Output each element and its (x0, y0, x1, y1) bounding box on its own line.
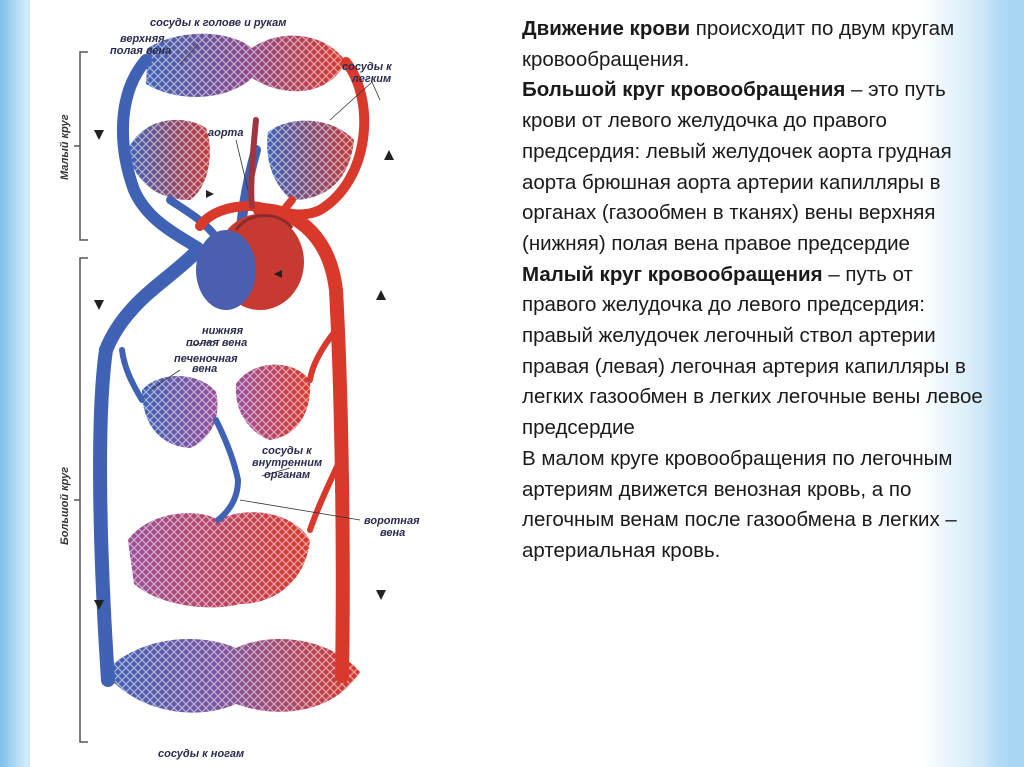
label-lung-vessels-line2: легким (351, 73, 391, 85)
small-circle-label: Малый круг (59, 114, 71, 180)
big-circle-bracket (74, 258, 88, 742)
intestine-capillaries (128, 512, 310, 607)
paragraph-big-circle: Большой круг кровообращения – это путь к… (522, 75, 992, 259)
leg-capillaries (104, 639, 360, 713)
label-leg-vessels: сосуды к ногам (158, 748, 244, 760)
label-head-vessels: сосуды к голове и рукам (150, 17, 286, 29)
head-capillaries (146, 34, 346, 97)
organ-capillaries (236, 365, 310, 440)
small-circle-bracket (74, 52, 88, 240)
big-circle-label: Большой круг (59, 467, 71, 545)
explanation-text: Движение крови происходит по двум кругам… (522, 14, 992, 567)
left-lung-capillaries (128, 120, 210, 200)
label-organ-vessels-line1: сосуды к (262, 445, 313, 457)
label-lung-vessels-line1: сосуды к (342, 61, 393, 73)
paragraph-small-circle: Малый круг кровообращения – путь от прав… (522, 260, 992, 444)
label-portal-line2: вена (380, 527, 405, 539)
label-ivc-line1: нижняя (202, 325, 244, 337)
label-hepatic-line2: вена (192, 363, 217, 375)
liver-capillaries (142, 376, 218, 448)
label-organ-vessels-line3: органам (264, 469, 310, 481)
label-svc-line1: верхняя (120, 33, 165, 45)
label-ivc-line2: полая вена (186, 337, 247, 349)
label-svc-line2: полая вена (110, 45, 171, 57)
label-organ-vessels-line2: внутренним (252, 457, 322, 469)
circulatory-diagram: Малый круг Большой круг (30, 0, 500, 767)
paragraph-intro: Движение крови происходит по двум кругам… (522, 14, 992, 75)
slide-left-edge (0, 0, 28, 767)
label-portal-line1: воротная (364, 515, 420, 527)
label-aorta: аорта (208, 127, 243, 139)
paragraph-summary: В малом круге кровообращения по легочным… (522, 444, 992, 567)
